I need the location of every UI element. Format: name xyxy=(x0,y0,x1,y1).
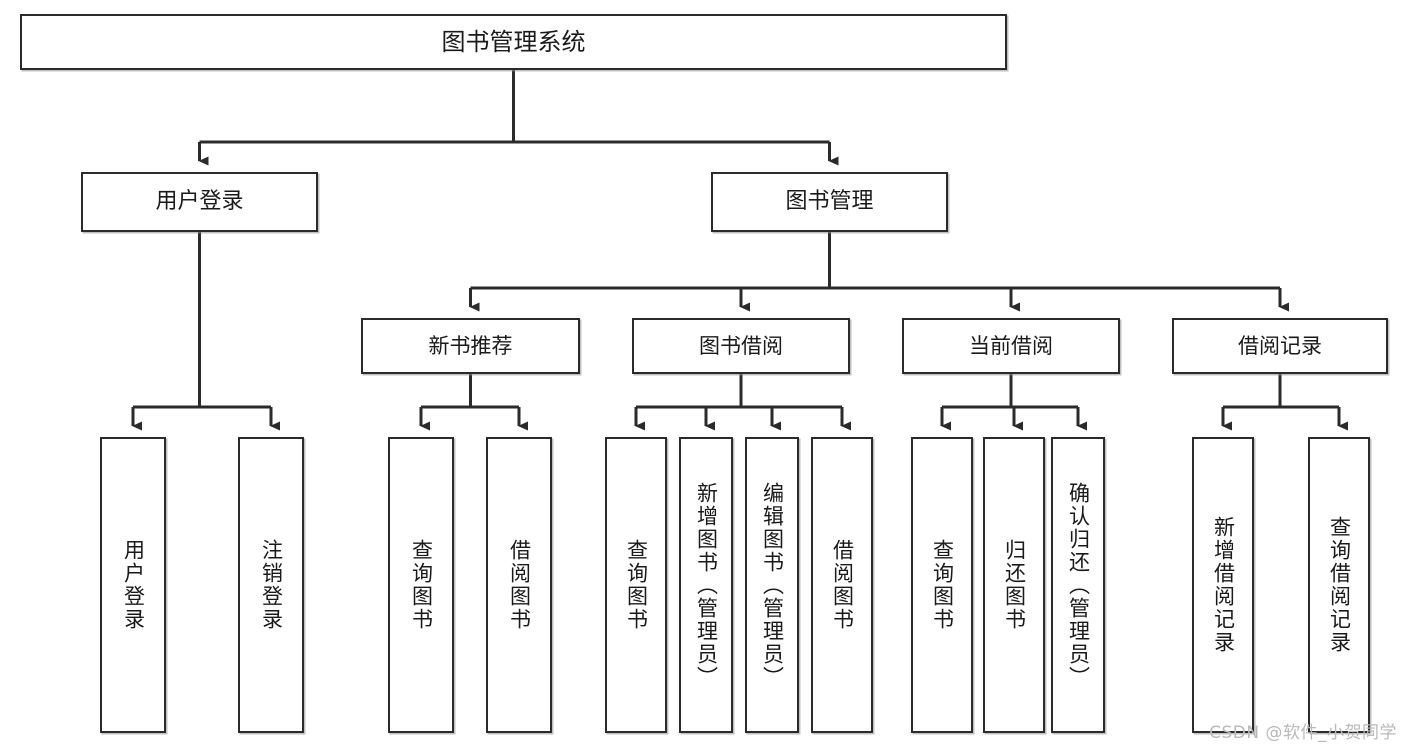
node-box-records[interactable]: 借阅记录 xyxy=(1172,318,1388,374)
node-box-leaf-10[interactable]: 归还图书 xyxy=(983,437,1045,733)
node-box-leaf-5[interactable]: 查询图书 xyxy=(605,437,667,733)
node-label-leaf-3: 查询图书 xyxy=(409,539,434,631)
node-label-root: 图书管理系统 xyxy=(441,28,586,56)
node-box-leaf-7[interactable]: 编辑图书（管理员） xyxy=(745,437,799,733)
node-box-leaf-8[interactable]: 借阅图书 xyxy=(811,437,873,733)
node-box-leaf-9[interactable]: 查询图书 xyxy=(911,437,973,733)
node-label-borrow: 图书借阅 xyxy=(699,333,783,358)
node-box-leaf-6[interactable]: 新增图书（管理员） xyxy=(679,437,733,733)
node-box-leaf-2[interactable]: 注销登录 xyxy=(238,437,304,733)
node-box-leaf-11[interactable]: 确认归还（管理员） xyxy=(1051,437,1105,733)
node-box-borrow[interactable]: 图书借阅 xyxy=(632,318,850,374)
node-label-leaf-5: 查询图书 xyxy=(624,539,649,631)
node-label-newbook: 新书推荐 xyxy=(428,333,513,358)
node-label-bookmgmt: 图书管理 xyxy=(785,189,874,215)
node-box-login[interactable]: 用户登录 xyxy=(81,172,318,232)
node-box-leaf-13[interactable]: 查询借阅记录 xyxy=(1308,437,1370,733)
node-label-leaf-8: 借阅图书 xyxy=(830,539,855,631)
node-label-leaf-12: 新增借阅记录 xyxy=(1211,516,1236,654)
node-label-leaf-1: 用户登录 xyxy=(121,539,146,631)
node-label-leaf-11: 确认归还（管理员） xyxy=(1066,481,1091,689)
node-box-newbook[interactable]: 新书推荐 xyxy=(361,318,580,374)
node-label-records: 借阅记录 xyxy=(1238,333,1322,358)
node-box-bookmgmt[interactable]: 图书管理 xyxy=(711,172,948,232)
node-label-leaf-10: 归还图书 xyxy=(1002,539,1027,631)
node-box-leaf-4[interactable]: 借阅图书 xyxy=(486,437,552,733)
node-label-leaf-9: 查询图书 xyxy=(930,539,955,631)
node-box-current[interactable]: 当前借阅 xyxy=(902,318,1120,374)
node-label-leaf-6: 新增图书（管理员） xyxy=(694,481,719,689)
node-label-leaf-7: 编辑图书（管理员） xyxy=(760,481,785,689)
node-label-login: 用户登录 xyxy=(155,189,244,215)
node-label-leaf-4: 借阅图书 xyxy=(507,539,532,631)
node-box-root[interactable]: 图书管理系统 xyxy=(20,14,1007,70)
node-label-leaf-13: 查询借阅记录 xyxy=(1327,516,1352,654)
node-box-leaf-12[interactable]: 新增借阅记录 xyxy=(1192,437,1254,733)
node-box-leaf-3[interactable]: 查询图书 xyxy=(388,437,454,733)
node-label-current: 当前借阅 xyxy=(969,333,1053,358)
node-label-leaf-2: 注销登录 xyxy=(259,539,284,631)
node-box-leaf-1[interactable]: 用户登录 xyxy=(100,437,166,733)
